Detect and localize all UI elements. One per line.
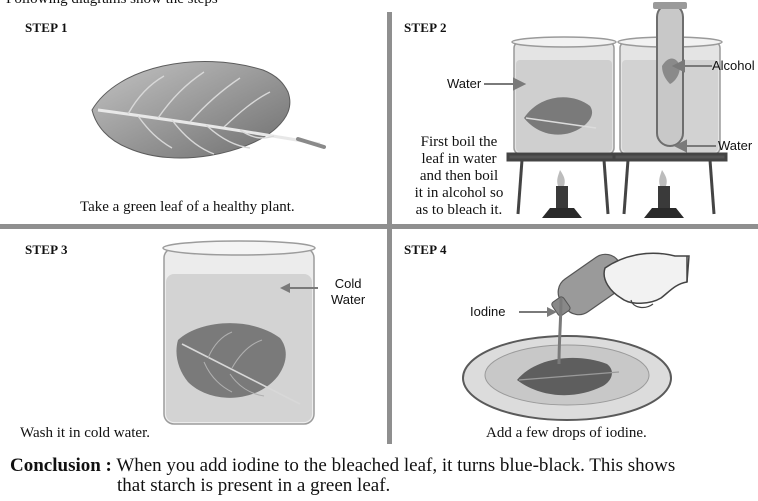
water-label: Water	[447, 76, 481, 91]
step-2-caption: First boil the leaf in water and then bo…	[400, 134, 518, 219]
step-1-title: STEP 1	[25, 20, 68, 36]
step-3-caption: Wash it in cold water.	[20, 425, 150, 442]
conclusion-prefix: Conclusion :	[10, 455, 112, 476]
iodine-label: Iodine	[470, 304, 505, 319]
step-1-caption: Take a green leaf of a healthy plant.	[80, 199, 295, 216]
conclusion-text: Conclusion : When you add iodine to the …	[10, 456, 750, 496]
step-4-caption: Add a few drops of iodine.	[486, 425, 647, 442]
tripod-stands	[508, 154, 726, 214]
cold-water-beaker-illustration	[160, 240, 320, 430]
leaf-illustration	[88, 48, 328, 168]
conclusion-line-2: that starch is present in a green leaf.	[10, 476, 750, 496]
step-3-title: STEP 3	[25, 242, 68, 258]
alcohol-beaker	[618, 2, 722, 154]
burners	[542, 170, 684, 218]
water-beaker	[512, 37, 616, 154]
step-4-title: STEP 4	[404, 242, 447, 258]
conclusion-line-1: When you add iodine to the bleached leaf…	[116, 455, 675, 476]
cold-water-label: Cold Water	[331, 276, 365, 308]
alcohol-label: Alcohol	[712, 58, 755, 73]
iodine-drop-illustration	[455, 240, 755, 430]
water-label-2: Water	[718, 138, 752, 153]
